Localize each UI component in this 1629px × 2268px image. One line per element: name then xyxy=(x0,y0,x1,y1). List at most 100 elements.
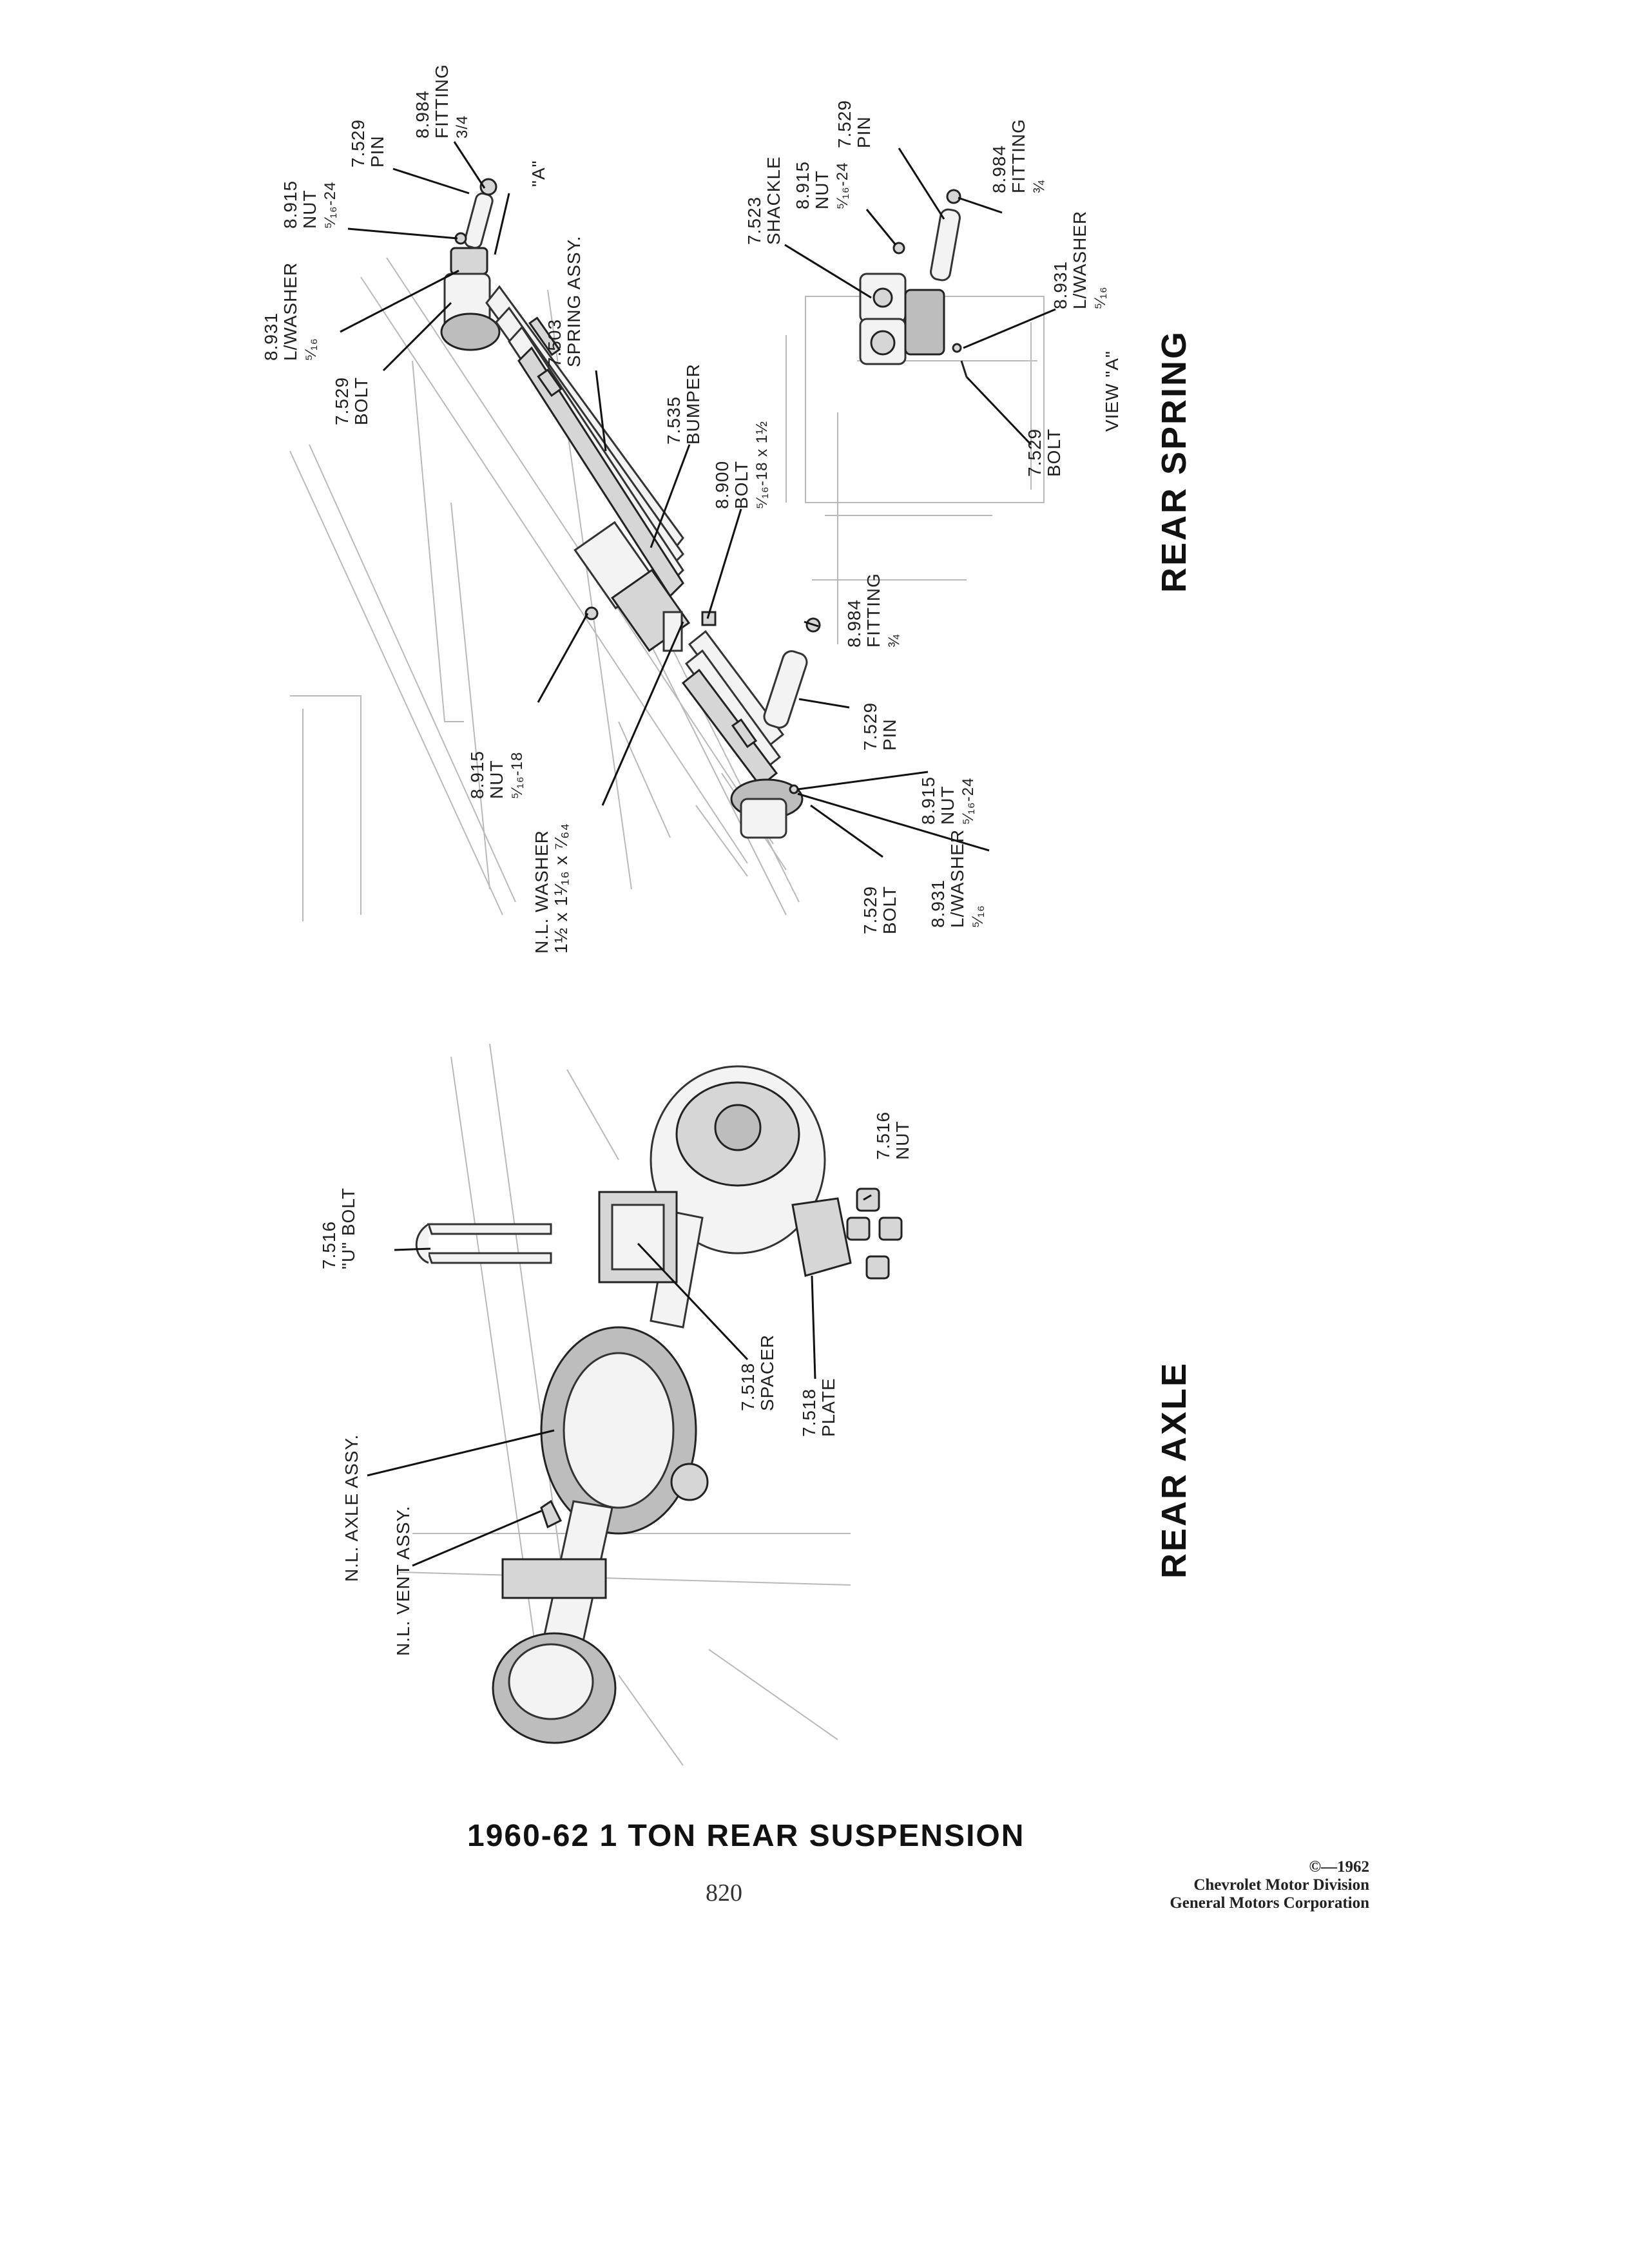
label-nut-7516-line-2: NUT xyxy=(892,1120,912,1160)
label-nut-8915-center-line-2: NUT xyxy=(487,760,506,799)
label-bolt-7529-front-line-2: BOLT xyxy=(351,377,371,425)
label-bolt-8900-line-2: BOLT xyxy=(731,461,751,509)
label-fitting-8984-top-line-1: 8.984 xyxy=(412,90,432,139)
label-u-bolt-7516-line-1: 7.516 xyxy=(319,1221,339,1269)
copyright-line-3: General Motors Corporation xyxy=(1170,1894,1369,1912)
label-fitting-8984-view-a-line-3: ¾ xyxy=(1030,180,1048,193)
label-bolt-7529-view-a-line-2: BOLT xyxy=(1044,428,1064,477)
rear-spring-illustration xyxy=(289,178,821,921)
label-lwasher-8931-rear-line-1: 8.931 xyxy=(928,879,948,928)
label-lwasher-8931-rear-line-3: ⁵⁄₁₆ xyxy=(969,905,987,928)
label-bumper-7535-line-2: BUMPER xyxy=(683,363,703,445)
label-lwasher-8931-view-a-line-2: L/WASHER xyxy=(1070,211,1090,309)
label-fitting-8984-rear-line-3: ¾ xyxy=(885,634,903,648)
view-a-illustration xyxy=(786,189,1045,644)
label-u-bolt-7516: 7.516"U" BOLT xyxy=(319,1187,358,1269)
label-shackle-7523-line-1: 7.523 xyxy=(744,197,764,245)
label-bolt-8900-line-3: ⁵⁄₁₆-18 x 1½ xyxy=(753,421,771,509)
label-lwasher-8931-rear-line-2: L/WASHER xyxy=(947,829,967,928)
label-nut-8915-view-a-line-3: ⁵⁄₁₆-24 xyxy=(834,162,851,209)
label-pin-7529-view-a-line-2: PIN xyxy=(854,116,874,148)
label-nut-8915-rear-line-2: NUT xyxy=(938,785,958,825)
label-u-bolt-7516-line-2: "U" BOLT xyxy=(338,1187,358,1269)
label-fitting-8984-top-line-2: FITTING xyxy=(432,64,452,139)
label-pin-7529-top-line-1: 7.529 xyxy=(348,119,368,168)
label-nut-8915-center-line-3: ⁵⁄₁₆-18 xyxy=(508,752,526,799)
label-bolt-8900-line-1: 8.900 xyxy=(712,461,732,509)
label-lwasher-8931-top-line-3: ⁵⁄₁₆ xyxy=(302,338,320,361)
label-nut-8915-top-line-3: ⁵⁄₁₆-24 xyxy=(322,182,339,229)
view-a-caption: VIEW "A" xyxy=(1102,351,1122,432)
label-spacer-7518-line-2: SPACER xyxy=(757,1334,777,1411)
label-spacer-7518-line-1: 7.518 xyxy=(738,1363,758,1411)
label-fitting-8984-rear-line-1: 8.984 xyxy=(844,599,864,648)
copyright-line-1: ©—1962 xyxy=(1309,1858,1369,1876)
label-nut-8915-rear-line-1: 8.915 xyxy=(918,776,938,825)
label-bolt-7529-view-a-line-1: 7.529 xyxy=(1025,428,1045,477)
label-spring-assy-7503-line-1: 7.503 xyxy=(545,319,564,367)
page-number: 820 xyxy=(706,1879,742,1907)
label-pin-7529-top-line-2: PIN xyxy=(367,135,387,168)
label-nut-7516-line-1: 7.516 xyxy=(873,1111,893,1160)
label-plate-7518-line-1: 7.518 xyxy=(799,1389,819,1437)
label-nut-8915-view-a-line-1: 8.915 xyxy=(793,161,813,209)
label-bolt-7529-front-line-1: 7.529 xyxy=(332,377,352,425)
label-fitting-8984-view-a-line-1: 8.984 xyxy=(989,145,1009,193)
page-title: 1960-62 1 TON REAR SUSPENSION xyxy=(467,1819,1025,1853)
label-spring-assy-7503-line-2: SPRING ASSY. xyxy=(564,236,584,367)
leader-lines xyxy=(340,141,1056,1567)
label-pin-7529-rear-line-2: PIN xyxy=(880,718,900,751)
label-pin-7529-view-a-line-1: 7.529 xyxy=(834,100,854,148)
label-lwasher-8931-top-line-1: 8.931 xyxy=(261,312,281,361)
label-nl-vent-assy: N.L. VENT ASSY. xyxy=(393,1506,413,1656)
copyright-line-2: Chevrolet Motor Division xyxy=(1193,1876,1369,1894)
label-nut-8915-rear-line-3: ⁵⁄₁₆-24 xyxy=(959,778,977,825)
label-fitting-8984-rear-line-2: FITTING xyxy=(863,573,883,648)
label-nl-washer-line-2: 1½ x 1¹⁄₁₆ x ⁷⁄₆₄ xyxy=(551,823,571,954)
label-bolt-7529-rear-line-1: 7.529 xyxy=(860,886,880,934)
label-bolt-7529-rear-line-2: BOLT xyxy=(880,886,900,934)
label-pin-7529-rear-line-1: 7.529 xyxy=(860,702,880,751)
label-nut-8915-view-a-line-2: NUT xyxy=(812,170,832,209)
label-nl-washer-line-1: N.L. WASHER xyxy=(532,830,552,954)
label-nl-vent-assy-line-1: N.L. VENT ASSY. xyxy=(393,1506,413,1656)
label-nl-axle-assy: N.L. AXLE ASSY. xyxy=(342,1434,361,1582)
label-nl-axle-assy-line-1: N.L. AXLE ASSY. xyxy=(342,1434,361,1582)
label-nut-8915-center-line-1: 8.915 xyxy=(467,751,487,799)
label-nut-8915-top-line-2: NUT xyxy=(300,189,320,229)
rear-axle-illustration xyxy=(399,1043,903,1766)
rear-spring-heading: REAR SPRING xyxy=(1155,330,1193,593)
label-lwasher-8931-view-a-line-1: 8.931 xyxy=(1050,261,1070,309)
view-a-callout: "A" xyxy=(528,160,548,187)
label-shackle-7523-line-2: SHACKLE xyxy=(764,156,784,245)
label-bumper-7535-line-1: 7.535 xyxy=(664,396,684,445)
label-plate-7518-line-2: PLATE xyxy=(818,1378,838,1437)
label-lwasher-8931-view-a-line-3: ⁵⁄₁₆ xyxy=(1092,286,1109,309)
label-lwasher-8931-top-line-2: L/WASHER xyxy=(280,262,300,361)
